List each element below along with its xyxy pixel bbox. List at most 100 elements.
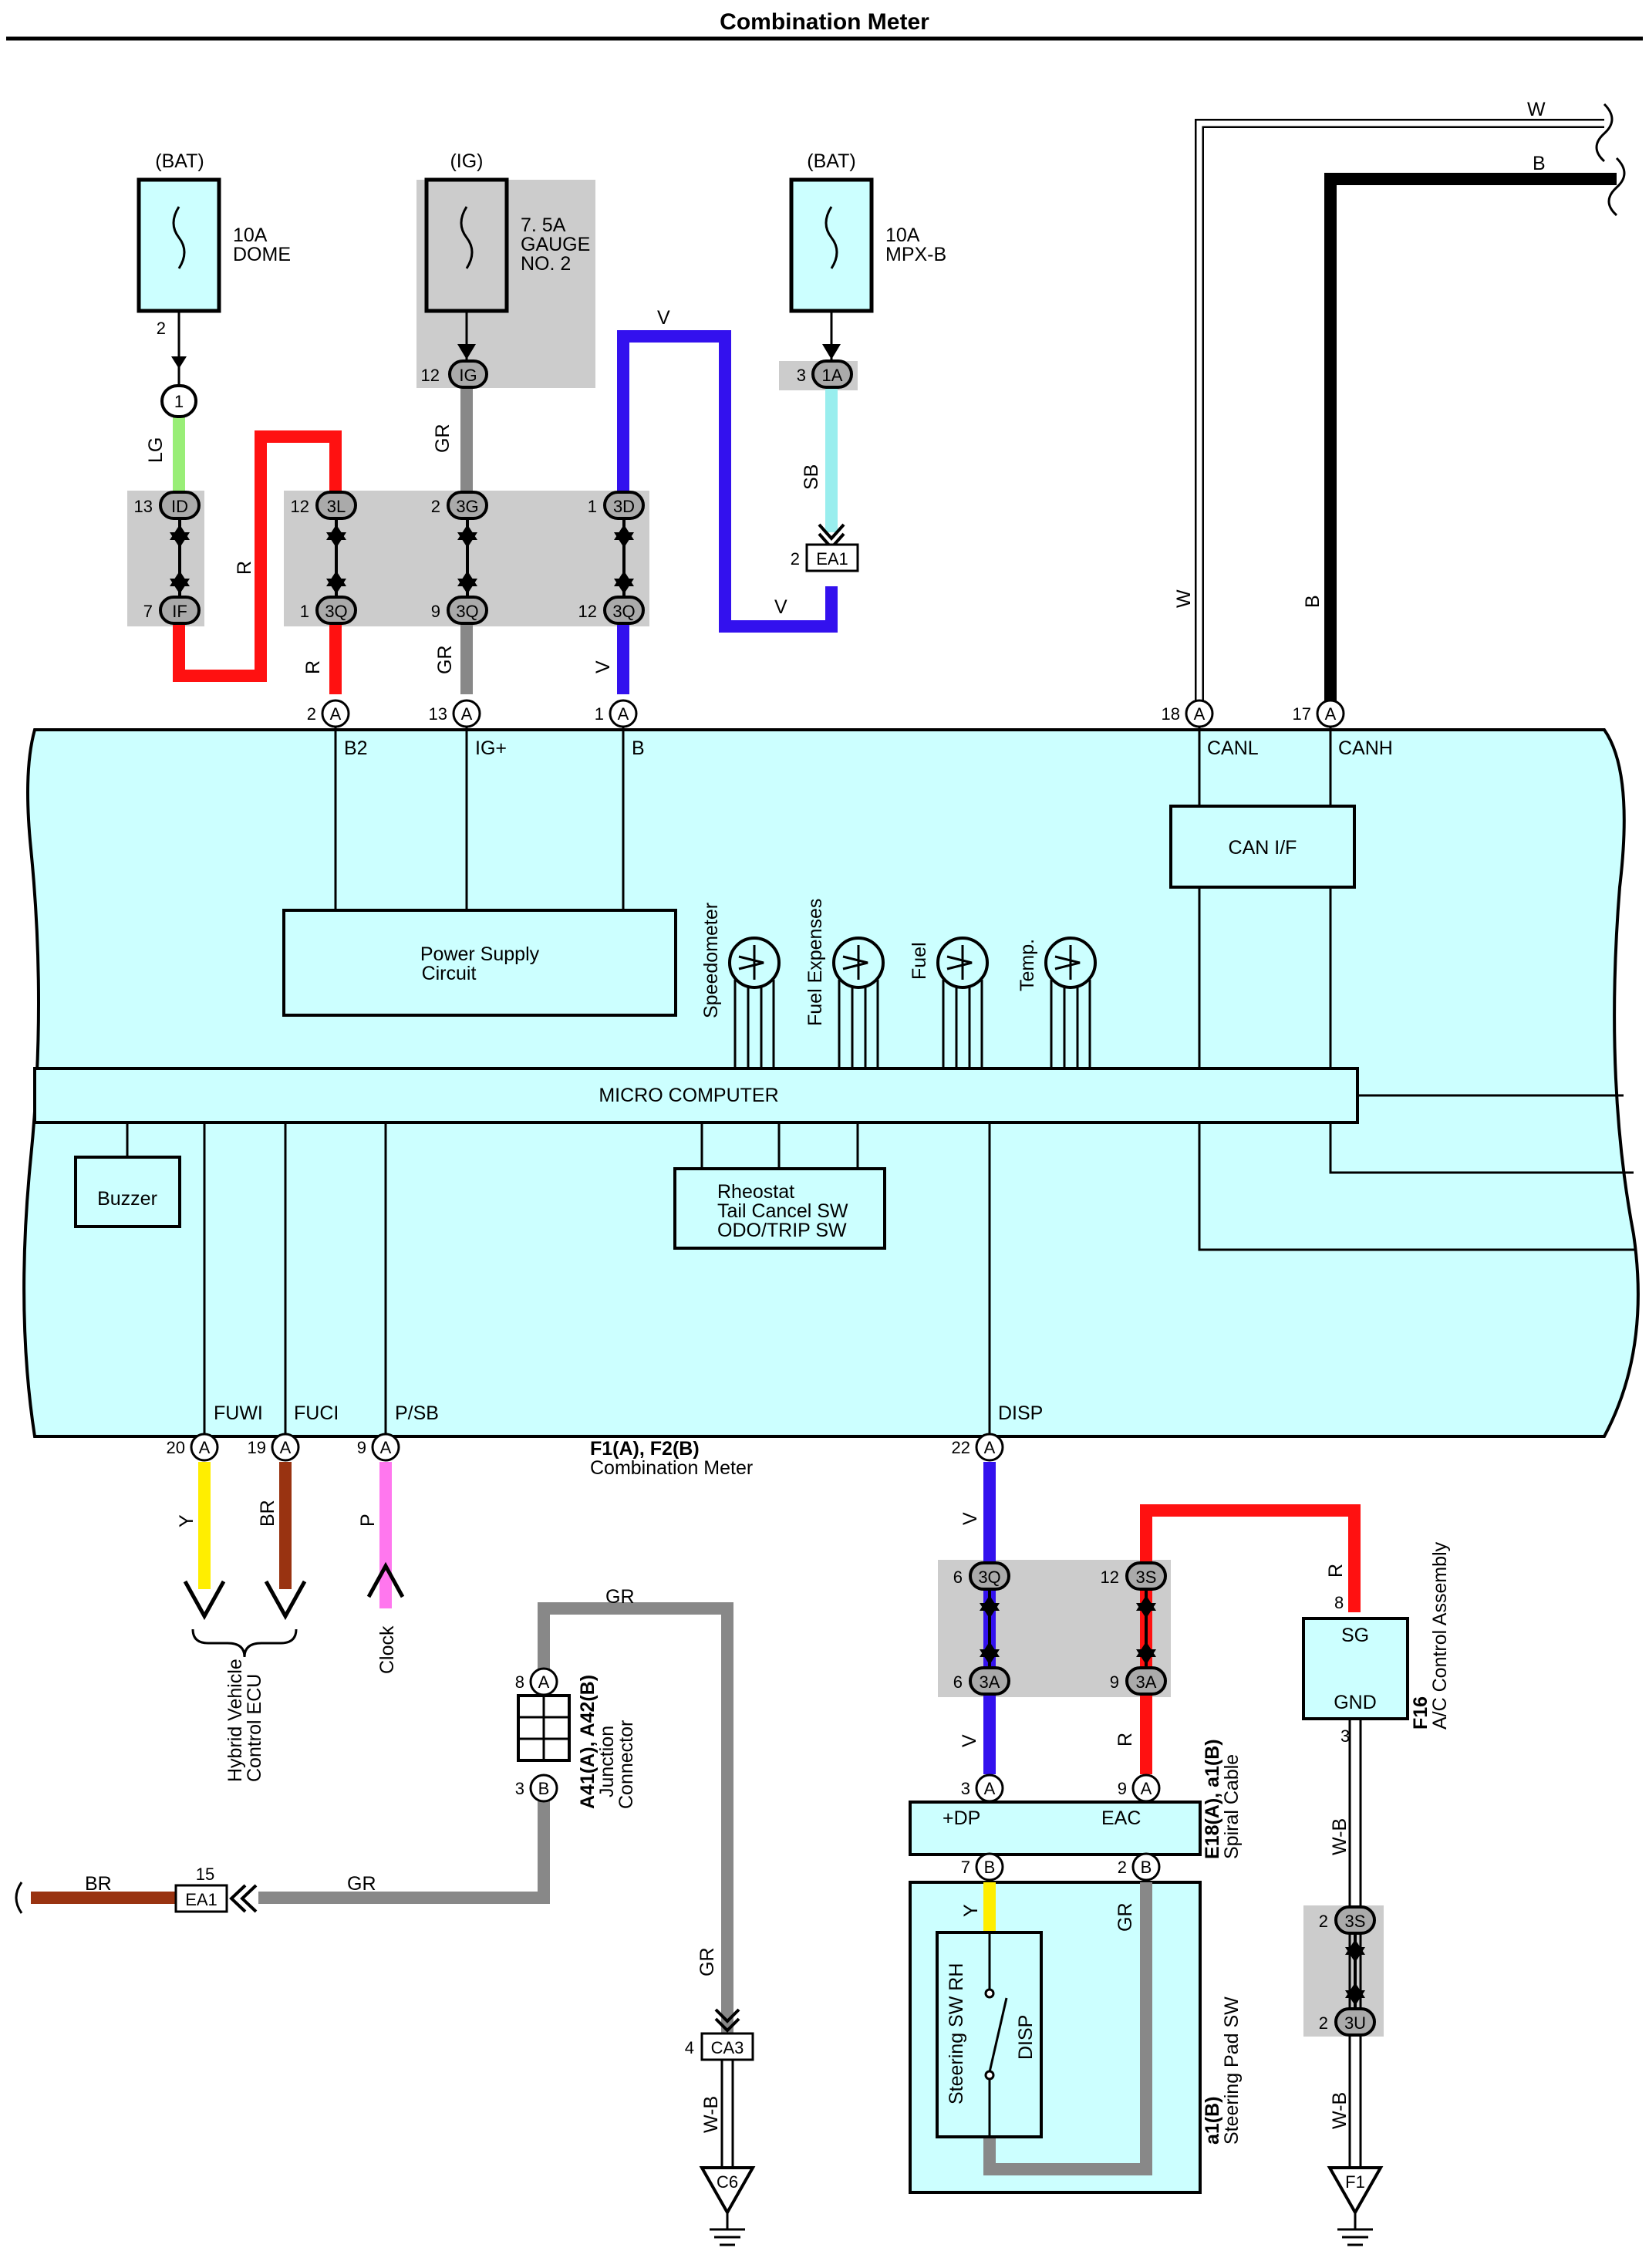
svg-text:Combination Meter: Combination Meter <box>590 1457 753 1479</box>
svg-text:2: 2 <box>157 319 166 338</box>
svg-text:CAN I/F: CAN I/F <box>1229 837 1297 859</box>
arrow-p <box>366 1561 405 1598</box>
svg-text:3L: 3L <box>327 497 346 516</box>
svg-text:6: 6 <box>953 1568 963 1587</box>
svg-text:Spiral Cable: Spiral Cable <box>1221 1754 1243 1859</box>
svg-text:2: 2 <box>1319 2013 1328 2033</box>
svg-text:12: 12 <box>421 366 440 385</box>
svg-text:10A: 10A <box>233 224 268 246</box>
svg-text:7: 7 <box>143 602 153 621</box>
gauge-speedometer: Speedometer <box>700 903 781 1068</box>
svg-text:W-B: W-B <box>700 2096 722 2133</box>
svg-text:3D: 3D <box>613 497 635 516</box>
svg-text:A: A <box>199 1438 211 1457</box>
ground-f1-lines <box>1337 2212 1373 2246</box>
svg-text:+DP: +DP <box>943 1807 980 1829</box>
svg-text:B: B <box>1141 1858 1152 1877</box>
svg-text:B: B <box>1302 595 1324 608</box>
svg-text:B: B <box>1533 153 1546 174</box>
micro-computer-box <box>33 1067 1359 1124</box>
svg-text:R: R <box>1115 1733 1136 1747</box>
svg-text:ID: ID <box>171 497 188 516</box>
svg-text:3S: 3S <box>1345 1912 1366 1931</box>
svg-text:EA1: EA1 <box>816 549 848 569</box>
svg-text:3Q: 3Q <box>325 602 347 621</box>
svg-text:DISP: DISP <box>1015 2015 1037 2060</box>
svg-text:3Q: 3Q <box>612 602 635 621</box>
ca3-connector <box>700 2032 754 2061</box>
svg-text:8: 8 <box>515 1672 524 1692</box>
svg-text:V: V <box>657 307 670 329</box>
gauge-fuel-expenses: Fuel Expenses <box>804 899 885 1068</box>
svg-text:2: 2 <box>307 704 316 724</box>
br-break <box>15 1882 23 1914</box>
svg-text:Steering SW RH: Steering SW RH <box>946 1963 967 2104</box>
ground-c6-lines <box>710 2212 745 2246</box>
svg-text:F1(A), F2(B): F1(A), F2(B) <box>590 1438 700 1460</box>
svg-text:B2: B2 <box>344 737 368 759</box>
wire-gr-junction <box>538 1602 733 2037</box>
svg-text:V: V <box>774 596 787 618</box>
svg-text:CA3: CA3 <box>711 2038 744 2057</box>
dome-arrow <box>171 356 187 369</box>
svg-text:3G: 3G <box>456 497 478 516</box>
svg-text:(BAT): (BAT) <box>807 150 855 172</box>
svg-text:A: A <box>1141 1779 1152 1798</box>
wire-v-loop <box>617 330 838 633</box>
svg-text:1A: 1A <box>822 366 843 385</box>
svg-text:3: 3 <box>797 366 806 385</box>
svg-text:FUCI: FUCI <box>294 1402 339 1424</box>
wire-r-loop <box>173 430 342 682</box>
svg-text:A: A <box>330 704 342 724</box>
svg-text:A: A <box>461 704 473 724</box>
svg-text:9: 9 <box>1118 1779 1127 1798</box>
svg-text:Buzzer: Buzzer <box>97 1188 157 1210</box>
svg-text:17: 17 <box>1293 704 1311 724</box>
sw-contact-bottom <box>984 2070 995 2081</box>
ecu-brace <box>191 1628 298 1658</box>
svg-text:A: A <box>1325 704 1337 724</box>
svg-text:ODO/TRIP SW: ODO/TRIP SW <box>717 1220 847 1241</box>
svg-text:Circuit: Circuit <box>422 963 477 984</box>
svg-text:P/SB: P/SB <box>395 1402 439 1424</box>
rheostat-box <box>673 1167 886 1250</box>
svg-text:1: 1 <box>174 392 184 411</box>
svg-text:IF: IF <box>172 602 187 621</box>
svg-text:(IG): (IG) <box>450 150 483 172</box>
svg-text:A: A <box>280 1438 292 1457</box>
svg-text:9: 9 <box>357 1438 366 1457</box>
svg-text:GR: GR <box>347 1873 376 1895</box>
svg-text:15: 15 <box>196 1865 214 1884</box>
svg-text:CANH: CANH <box>1338 737 1393 759</box>
svg-text:BR: BR <box>257 1500 278 1527</box>
svg-text:F1: F1 <box>1345 2172 1365 2192</box>
svg-text:SG: SG <box>1341 1625 1369 1646</box>
svg-text:B: B <box>984 1858 996 1877</box>
junction-3l-3q: 3L 12 3Q 1 3G 2 3Q 9 3D 1 3Q 12 <box>291 491 645 625</box>
svg-text:6: 6 <box>953 1672 963 1692</box>
svg-text:W: W <box>1527 99 1546 120</box>
svg-text:7: 7 <box>961 1858 970 1877</box>
svg-text:EAC: EAC <box>1101 1807 1141 1829</box>
svg-text:C6: C6 <box>717 2172 738 2192</box>
svg-text:E18(A), a1(B): E18(A), a1(B) <box>1202 1739 1223 1859</box>
svg-text:CANL: CANL <box>1207 737 1259 759</box>
svg-text:A: A <box>538 1672 550 1692</box>
svg-text:12: 12 <box>1101 1568 1119 1587</box>
wire-break <box>1595 103 1626 217</box>
ca3-arrow <box>714 2008 740 2033</box>
mpx-arrow <box>822 344 841 359</box>
svg-text:2: 2 <box>791 549 800 569</box>
meter-bottom-pins: A 20 A 19 A 9 A 22 <box>167 1433 1004 1462</box>
svg-text:3Q: 3Q <box>978 1568 1000 1587</box>
sw-blade <box>988 1997 1008 2073</box>
svg-text:9: 9 <box>1110 1672 1119 1692</box>
svg-text:A: A <box>984 1779 996 1798</box>
svg-text:A: A <box>1194 704 1206 724</box>
svg-text:Control ECU: Control ECU <box>244 1674 265 1782</box>
svg-text:3: 3 <box>515 1779 524 1798</box>
svg-text:2: 2 <box>1118 1858 1127 1877</box>
svg-text:22: 22 <box>952 1438 970 1457</box>
svg-text:EA1: EA1 <box>185 1890 218 1909</box>
svg-text:2: 2 <box>431 497 440 516</box>
